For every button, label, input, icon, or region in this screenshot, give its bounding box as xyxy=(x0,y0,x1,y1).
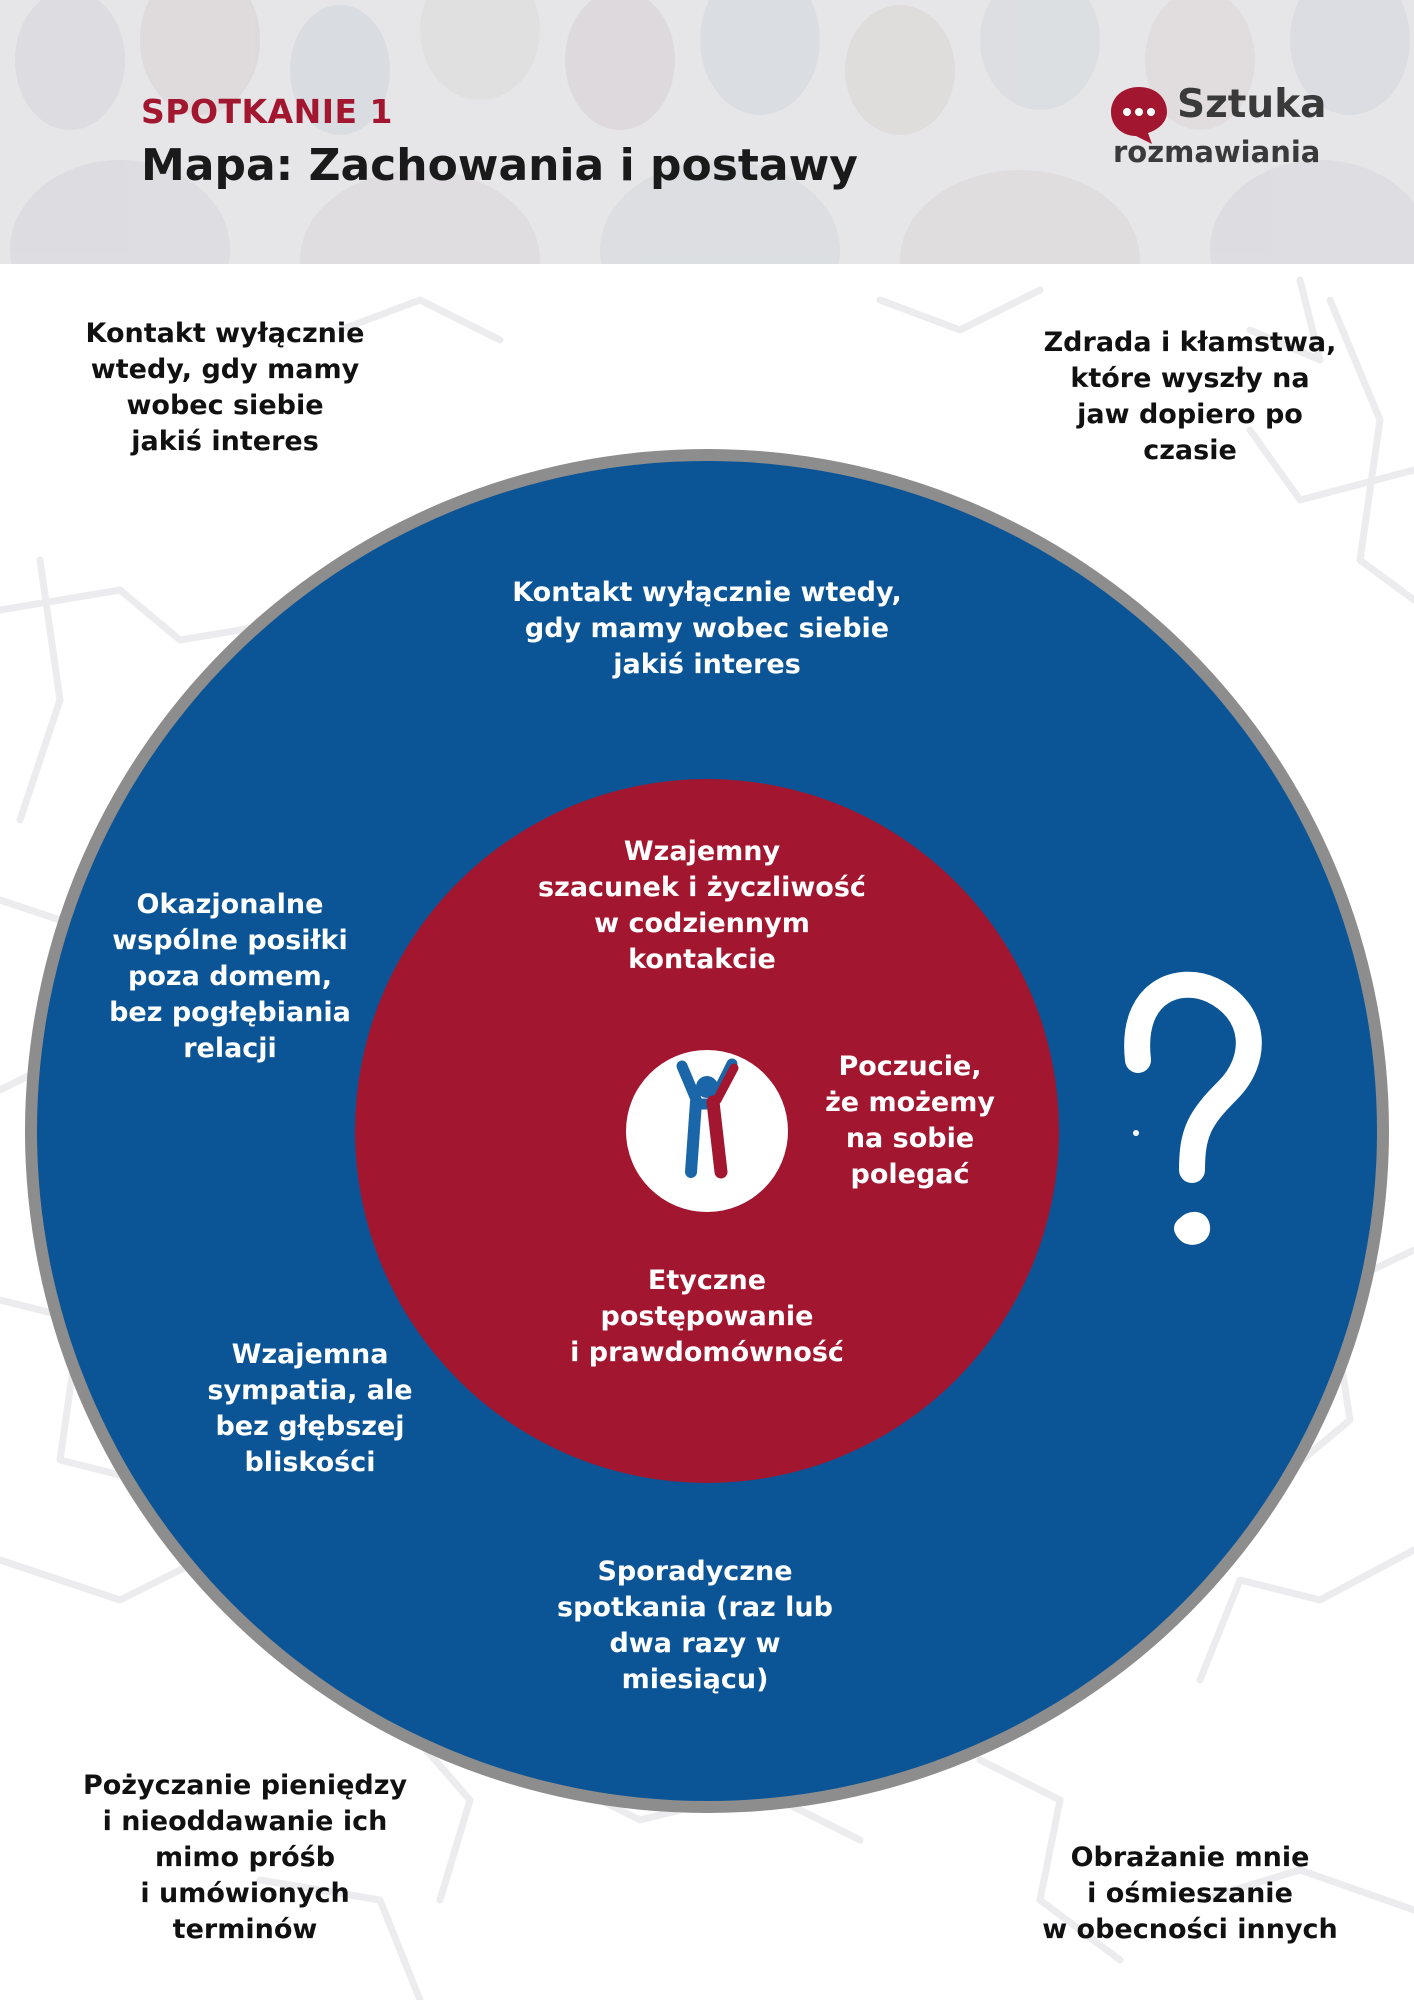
outer-ring-label-bottom: Sporadyczne spotkania (raz lub dwa razy … xyxy=(557,1556,833,1695)
outer-ring-label-left: Okazjonalne wspólne posiłki poza domem, … xyxy=(109,889,351,1064)
question-mark-icon xyxy=(1124,971,1262,1245)
header-banner: SPOTKANIE 1 Mapa: Zachowania i postawy S… xyxy=(0,0,1414,264)
outside-label-top-right: Zdrada i kłamstwa, które wyszły na jaw d… xyxy=(1043,327,1337,466)
speech-bubble-icon xyxy=(1111,87,1167,144)
inner-label-top: Wzajemny szacunek i życzliwość w codzien… xyxy=(538,836,866,975)
people-silhouettes-decoration xyxy=(10,0,1414,264)
outside-label-bottom-left: Pożyczanie pieniędzy i nieoddawanie ich … xyxy=(82,1770,408,1945)
outer-ring-label-bottom-left: Wzajemna sympatia, ale bez głębszej blis… xyxy=(207,1339,413,1478)
inner-label-right: Poczucie, że możemy na sobie polegać xyxy=(825,1051,995,1190)
meeting-label: SPOTKANIE 1 xyxy=(141,92,394,131)
brand-logo: Sztuka rozmawiania xyxy=(1108,82,1338,172)
center-icon-background xyxy=(626,1050,788,1212)
logo-text-rozmawiania: rozmawiania xyxy=(1113,135,1321,169)
logo-text-sztuka: Sztuka xyxy=(1177,82,1327,127)
outside-label-top-left: Kontakt wyłącznie wtedy, gdy mamy wobec … xyxy=(85,318,365,457)
person-arms-up-icon xyxy=(676,1058,739,1179)
outer-ring-label-top: Kontakt wyłącznie wtedy, gdy mamy wobec … xyxy=(512,577,902,680)
inner-label-bottom: Etyczne postępowanie i prawdomówność xyxy=(570,1265,844,1368)
page-title: Mapa: Zachowania i postawy xyxy=(141,140,858,191)
outside-label-bottom-right: Obrażanie mnie i ośmieszanie w obecności… xyxy=(1042,1842,1338,1945)
